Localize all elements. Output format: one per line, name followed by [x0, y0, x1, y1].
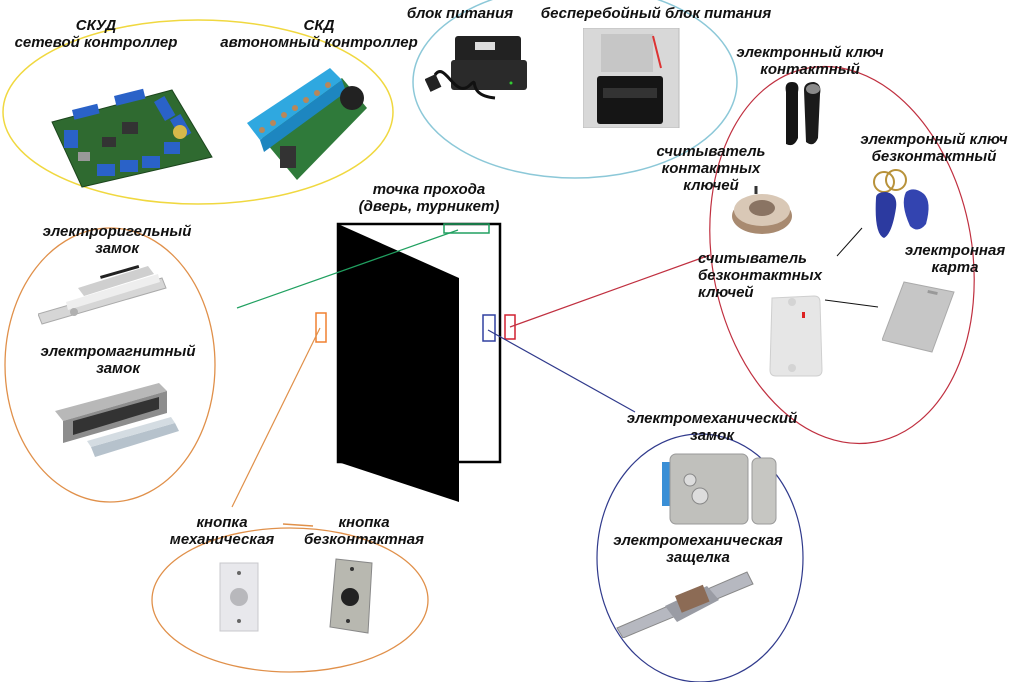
door-left-device-marker [315, 312, 327, 343]
label-em-lock-line2: замок [690, 427, 734, 444]
power-group-outline [412, 0, 738, 179]
label-autonomous-controller-line1: СКД [303, 17, 335, 34]
label-bolt-lock: электроригельный замок [22, 223, 212, 257]
buttons-group-outline [151, 527, 429, 673]
mechanical-button-image [219, 562, 259, 632]
label-em-latch-line1: электромеханическая [613, 532, 783, 549]
label-contactless-key: электронный ключ безконтактный [846, 131, 1022, 165]
label-door-line1: точка прохода [372, 181, 486, 198]
label-card: электронная карта [890, 242, 1020, 276]
electric-bolt-lock-image [38, 264, 167, 325]
label-contactless-button-line1: кнопка [338, 514, 390, 531]
label-mag-lock: электромагнитный замок [20, 343, 216, 377]
contact-key-reader-image [732, 186, 792, 234]
label-em-latch-line2: защелка [666, 549, 730, 566]
contactless-keyfob-image [873, 169, 929, 238]
label-power-supply-line1: блок питания [406, 5, 514, 22]
connector-left-to-buttons [231, 327, 321, 508]
electric-strike-image [616, 571, 754, 638]
label-em-lock-line1: электромеханический [626, 410, 798, 427]
label-contactless-key-line2: безконтактный [871, 148, 997, 165]
connector-lock-to-locks-right [487, 329, 636, 413]
label-em-latch: электромеханическая защелка [600, 532, 796, 566]
proximity-card-image [882, 281, 955, 353]
ups-image [583, 28, 680, 128]
label-contact-reader-line3: ключей [683, 177, 739, 194]
label-card-line1: электронная [904, 242, 1006, 259]
connector-top-to-locks-left [236, 229, 459, 309]
label-bolt-lock-line2: замок [95, 240, 139, 257]
label-contact-reader: считыватель контактных ключей [648, 143, 774, 194]
label-mechanical-button-line1: кнопка [196, 514, 248, 531]
contact-key-image [785, 82, 821, 146]
connector-buttons [282, 523, 314, 527]
label-contact-key-line1: электронный ключ [736, 44, 884, 61]
contactless-reader-image [769, 295, 823, 377]
label-power-supply: блок питания [400, 5, 520, 22]
label-contact-key-line2: контактный [760, 61, 860, 78]
label-card-line2: карта [931, 259, 979, 276]
label-mechanical-button: кнопка механическая [162, 514, 282, 548]
label-mag-lock-line2: замок [96, 360, 140, 377]
connector-card [824, 299, 879, 308]
label-bolt-lock-line1: электроригельный [42, 223, 192, 240]
label-ups: бесперебойный блок питания [530, 5, 782, 22]
readers-group-outline [709, 65, 975, 445]
autonomous-controller-image [247, 68, 367, 180]
power-supply-image [425, 36, 527, 100]
label-contact-reader-line1: считыватель [656, 143, 766, 160]
door-top-device-marker [443, 223, 490, 234]
connector-reader-to-readers [509, 254, 711, 328]
label-contactless-reader-line3: ключей [698, 284, 754, 301]
electromagnetic-lock-image [55, 383, 179, 457]
label-contactless-button: кнопка безконтактная [292, 514, 436, 548]
connector-keyfob [836, 227, 863, 257]
locks-left-group-outline [4, 227, 216, 503]
label-autonomous-controller: СКД автономный контроллер [212, 17, 426, 51]
door-leaf [338, 224, 459, 502]
controllers-group-outline [2, 19, 394, 205]
label-network-controller-line1: СКУД [75, 17, 117, 34]
network-controller-image [51, 88, 213, 188]
door-reader-marker [504, 314, 516, 340]
label-contactless-reader-line2: безконтактных [698, 267, 822, 284]
label-mag-lock-line1: электромагнитный [40, 343, 196, 360]
label-em-lock: электромеханический замок [612, 410, 812, 444]
label-contactless-reader-line1: считыватель [698, 250, 807, 267]
label-network-controller-line2: сетевой контроллер [14, 34, 178, 51]
label-mechanical-button-line2: механическая [169, 531, 275, 548]
label-contact-key: электронный ключ контактный [724, 44, 896, 78]
label-contactless-reader: считыватель безконтактных ключей [698, 250, 838, 301]
label-ups-line1: бесперебойный блок питания [540, 5, 772, 22]
contactless-button-image [329, 558, 373, 634]
label-door: точка прохода (дверь, турникет) [340, 181, 518, 215]
electromechanical-lock-image [662, 453, 777, 525]
label-door-line2: (дверь, турникет) [358, 198, 500, 215]
label-contactless-key-line1: электронный ключ [860, 131, 1008, 148]
label-contact-reader-line2: контактных [661, 160, 761, 177]
label-autonomous-controller-line2: автономный контроллер [220, 34, 418, 51]
door-lock-marker [482, 314, 496, 342]
label-contactless-button-line2: безконтактная [304, 531, 424, 548]
locks-right-group-outline [596, 433, 804, 682]
label-network-controller: СКУД сетевой контроллер [8, 17, 184, 51]
